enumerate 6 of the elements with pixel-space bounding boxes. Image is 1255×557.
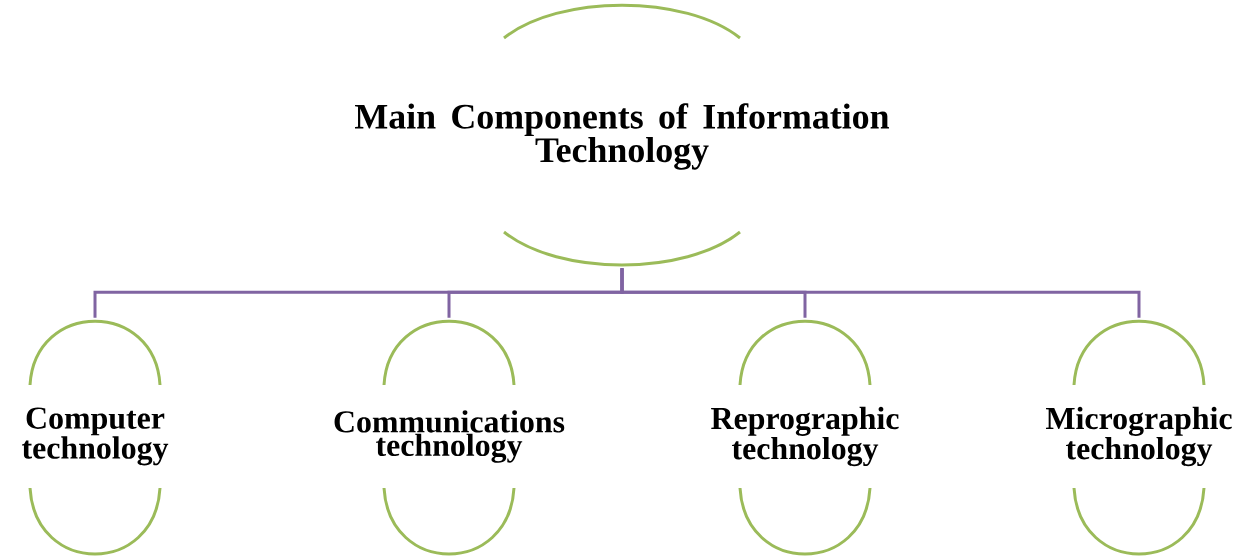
ellipse-node: Reprographic technology <box>711 319 899 556</box>
ellipse-node: Computer technology <box>22 319 169 556</box>
ellipse-node: Communications technology <box>334 319 565 556</box>
connector-line <box>620 268 1141 318</box>
ellipse-node: Main Components of Information Technology <box>355 3 889 267</box>
ellipse-node: Micrographic technology <box>1046 319 1232 556</box>
